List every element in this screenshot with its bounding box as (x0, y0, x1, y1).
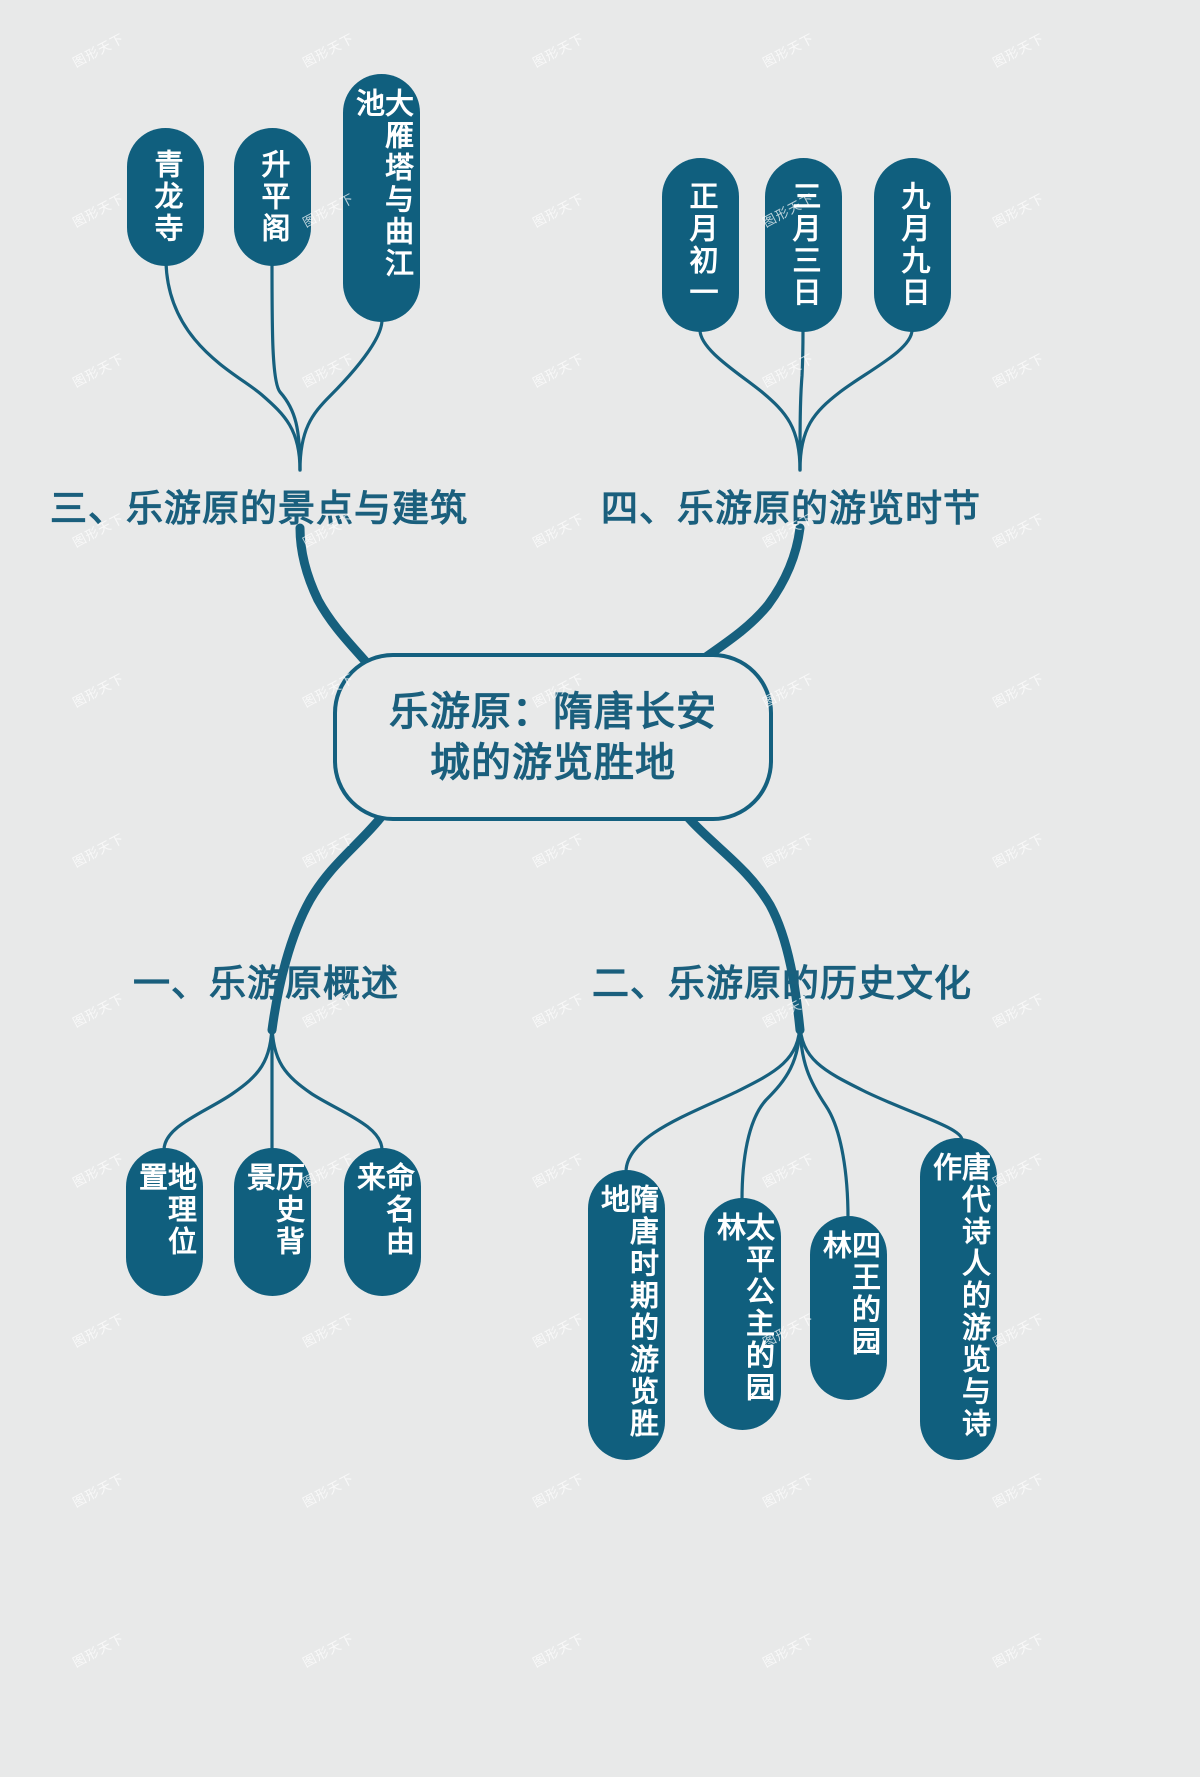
leaf-node-label: 青龙寺 (150, 149, 182, 245)
watermark: 图形天下 (990, 1630, 1047, 1671)
leaf-node[interactable]: 九月九日 (874, 158, 951, 332)
leaf-node-label: 升平阁 (257, 149, 289, 245)
watermark: 图形天下 (760, 1630, 817, 1671)
watermark: 图形天下 (70, 990, 127, 1031)
watermark: 图形天下 (760, 1470, 817, 1511)
watermark: 图形天下 (530, 1630, 587, 1671)
watermark: 图形天下 (300, 1470, 357, 1511)
watermark: 图形天下 (530, 1470, 587, 1511)
branch-heading-2[interactable]: 二、乐游原的历史文化 (592, 953, 972, 1007)
watermark: 图形天下 (760, 830, 817, 871)
leaf-node-label: 历史背景 (242, 1162, 304, 1258)
watermark: 图形天下 (70, 1470, 127, 1511)
center-node-line1: 乐游原：隋唐长安 (389, 688, 717, 734)
watermark: 图形天下 (70, 670, 127, 711)
watermark: 图形天下 (990, 350, 1047, 391)
leaf-node-label: 唐代诗人的游览与诗作 (928, 1152, 990, 1440)
branch-heading-4[interactable]: 四、乐游原的游览时节 (601, 478, 981, 532)
watermark: 图形天下 (300, 30, 357, 71)
watermark: 图形天下 (530, 350, 587, 391)
leaf-node[interactable]: 隋唐时期的游览胜地 (588, 1170, 665, 1460)
leaf-node-label: 正月初一 (685, 181, 717, 309)
center-node[interactable]: 乐游原：隋唐长安 城的游览胜地 (333, 653, 773, 821)
watermark: 图形天下 (70, 830, 127, 871)
branch-heading-1-label: 一、乐游原概述 (133, 964, 399, 1005)
leaf-node[interactable]: 青龙寺 (127, 128, 204, 266)
leaf-node-label: 太平公主的园林 (712, 1212, 774, 1404)
watermark: 图形天下 (300, 830, 357, 871)
watermark: 图形天下 (760, 30, 817, 71)
branch-heading-3-label: 三、乐游原的景点与建筑 (50, 489, 468, 530)
watermark: 图形天下 (990, 1150, 1047, 1191)
watermark: 图形天下 (70, 1150, 127, 1191)
leaf-node[interactable]: 唐代诗人的游览与诗作 (920, 1138, 997, 1460)
watermark: 图形天下 (530, 510, 587, 551)
watermark: 图形天下 (300, 1630, 357, 1671)
watermark: 图形天下 (70, 190, 127, 231)
watermark: 图形天下 (530, 1150, 587, 1191)
watermark: 图形天下 (300, 350, 357, 391)
watermark: 图形天下 (530, 990, 587, 1031)
watermark: 图形天下 (530, 190, 587, 231)
watermark: 图形天下 (530, 30, 587, 71)
watermark: 图形天下 (70, 350, 127, 391)
watermark: 图形天下 (990, 510, 1047, 551)
leaf-node-label: 三月三日 (788, 181, 820, 309)
center-node-label: 乐游原：隋唐长安 城的游览胜地 (363, 686, 743, 788)
leaf-node[interactable]: 太平公主的园林 (704, 1198, 781, 1430)
leaf-node-label: 地理位置 (134, 1162, 196, 1258)
watermark: 图形天下 (70, 30, 127, 71)
watermark: 图形天下 (990, 30, 1047, 71)
watermark: 图形天下 (760, 350, 817, 391)
watermark: 图形天下 (530, 1310, 587, 1351)
branch-heading-1[interactable]: 一、乐游原概述 (133, 953, 399, 1007)
watermark: 图形天下 (70, 1310, 127, 1351)
leaf-node-label: 隋唐时期的游览胜地 (596, 1184, 658, 1440)
watermark: 图形天下 (70, 1630, 127, 1671)
leaf-node[interactable]: 地理位置 (126, 1148, 203, 1296)
watermark: 图形天下 (990, 990, 1047, 1031)
watermark: 图形天下 (760, 1150, 817, 1191)
leaf-node[interactable]: 大雁塔与曲江池 (343, 74, 420, 322)
watermark: 图形天下 (990, 830, 1047, 871)
watermark: 图形天下 (990, 190, 1047, 231)
leaf-node-label: 命名由来 (352, 1162, 414, 1258)
watermark: 图形天下 (990, 1310, 1047, 1351)
leaf-node[interactable]: 三月三日 (765, 158, 842, 332)
center-node-line2: 城的游览胜地 (430, 740, 676, 785)
branch-heading-3[interactable]: 三、乐游原的景点与建筑 (50, 478, 468, 532)
leaf-node[interactable]: 正月初一 (662, 158, 739, 332)
leaf-node[interactable]: 命名由来 (344, 1148, 421, 1296)
branch-heading-4-label: 四、乐游原的游览时节 (601, 489, 981, 530)
leaf-node[interactable]: 四王的园林 (810, 1216, 887, 1400)
branch-heading-2-label: 二、乐游原的历史文化 (592, 964, 972, 1005)
leaf-node-label: 大雁塔与曲江池 (351, 88, 413, 280)
watermark: 图形天下 (990, 670, 1047, 711)
leaf-node[interactable]: 历史背景 (234, 1148, 311, 1296)
watermark: 图形天下 (530, 830, 587, 871)
leaf-node[interactable]: 升平阁 (234, 128, 311, 266)
leaf-node-label: 四王的园林 (818, 1230, 880, 1358)
watermark: 图形天下 (300, 1310, 357, 1351)
watermark: 图形天下 (990, 1470, 1047, 1511)
leaf-node-label: 九月九日 (897, 181, 929, 309)
